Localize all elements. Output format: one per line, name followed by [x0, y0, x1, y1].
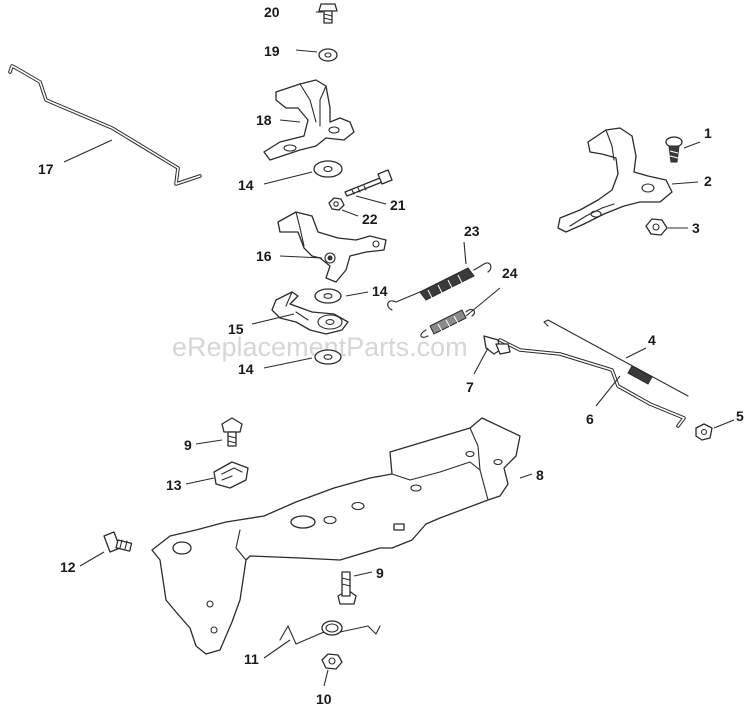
callout-4: 4 — [648, 332, 656, 348]
callout-23: 23 — [464, 223, 480, 239]
callout-6: 6 — [586, 411, 594, 427]
part-10-nut[interactable] — [321, 653, 343, 670]
part-12-bolt[interactable] — [103, 531, 133, 553]
callout-9-upper: 9 — [184, 437, 192, 453]
part-23-spring[interactable] — [387, 262, 492, 311]
callout-10: 10 — [316, 691, 332, 707]
part-6-throttle-rod[interactable] — [498, 338, 686, 428]
callout-11: 11 — [244, 651, 259, 667]
part-9-bolt-upper[interactable] — [221, 417, 243, 447]
callout-14-top: 14 — [238, 177, 254, 193]
part-15-choke-lever[interactable] — [271, 291, 349, 335]
callout-labels: 20 19 18 17 14 21 22 16 14 15 14 23 24 1… — [38, 4, 744, 707]
part-13-clip[interactable] — [213, 461, 249, 489]
callout-7: 7 — [466, 379, 474, 395]
part-19-washer[interactable] — [318, 48, 338, 62]
part-9-bolt-lower[interactable] — [337, 571, 357, 605]
callout-15: 15 — [228, 321, 244, 337]
part-14-washer-top[interactable] — [313, 160, 343, 178]
part-20-bolt[interactable] — [318, 3, 338, 24]
callout-20: 20 — [264, 4, 280, 20]
part-11-spring[interactable] — [279, 620, 381, 645]
callout-21: 21 — [390, 197, 406, 213]
callout-14-middle: 14 — [372, 283, 388, 299]
part-14-washer-bottom[interactable] — [314, 349, 342, 365]
callout-3: 3 — [692, 220, 700, 236]
part-24-spring[interactable] — [420, 308, 475, 338]
part-17-rod[interactable] — [8, 64, 202, 186]
callout-17: 17 — [38, 161, 54, 177]
callout-22: 22 — [362, 211, 378, 227]
callout-2: 2 — [704, 173, 712, 189]
part-1-screw[interactable] — [665, 136, 683, 163]
callout-18: 18 — [256, 112, 272, 128]
leader-lines — [63, 11, 735, 687]
part-5-clip[interactable] — [695, 423, 713, 441]
callout-13: 13 — [166, 477, 182, 493]
callout-24: 24 — [502, 265, 518, 281]
callout-14-bottom: 14 — [238, 361, 254, 377]
callout-5: 5 — [736, 408, 744, 424]
part-22-nut[interactable] — [328, 197, 345, 211]
part-16-throttle-lever[interactable] — [277, 211, 387, 283]
part-2-control-bracket[interactable] — [557, 127, 673, 233]
part-4-choke-cable[interactable] — [543, 319, 689, 397]
callout-1: 1 — [704, 125, 712, 141]
part-8-control-panel[interactable] — [151, 417, 521, 655]
part-18-lever-bracket[interactable] — [263, 79, 355, 161]
callout-12: 12 — [60, 559, 76, 575]
part-7-cable-clip[interactable] — [483, 335, 511, 355]
part-3-nut[interactable] — [645, 218, 668, 236]
part-14-washer-middle[interactable] — [314, 288, 342, 304]
callout-9-lower: 9 — [376, 565, 384, 581]
callout-19: 19 — [264, 43, 280, 59]
callout-16: 16 — [256, 248, 272, 264]
part-21-bolt[interactable] — [344, 169, 393, 197]
callout-8: 8 — [536, 467, 544, 483]
